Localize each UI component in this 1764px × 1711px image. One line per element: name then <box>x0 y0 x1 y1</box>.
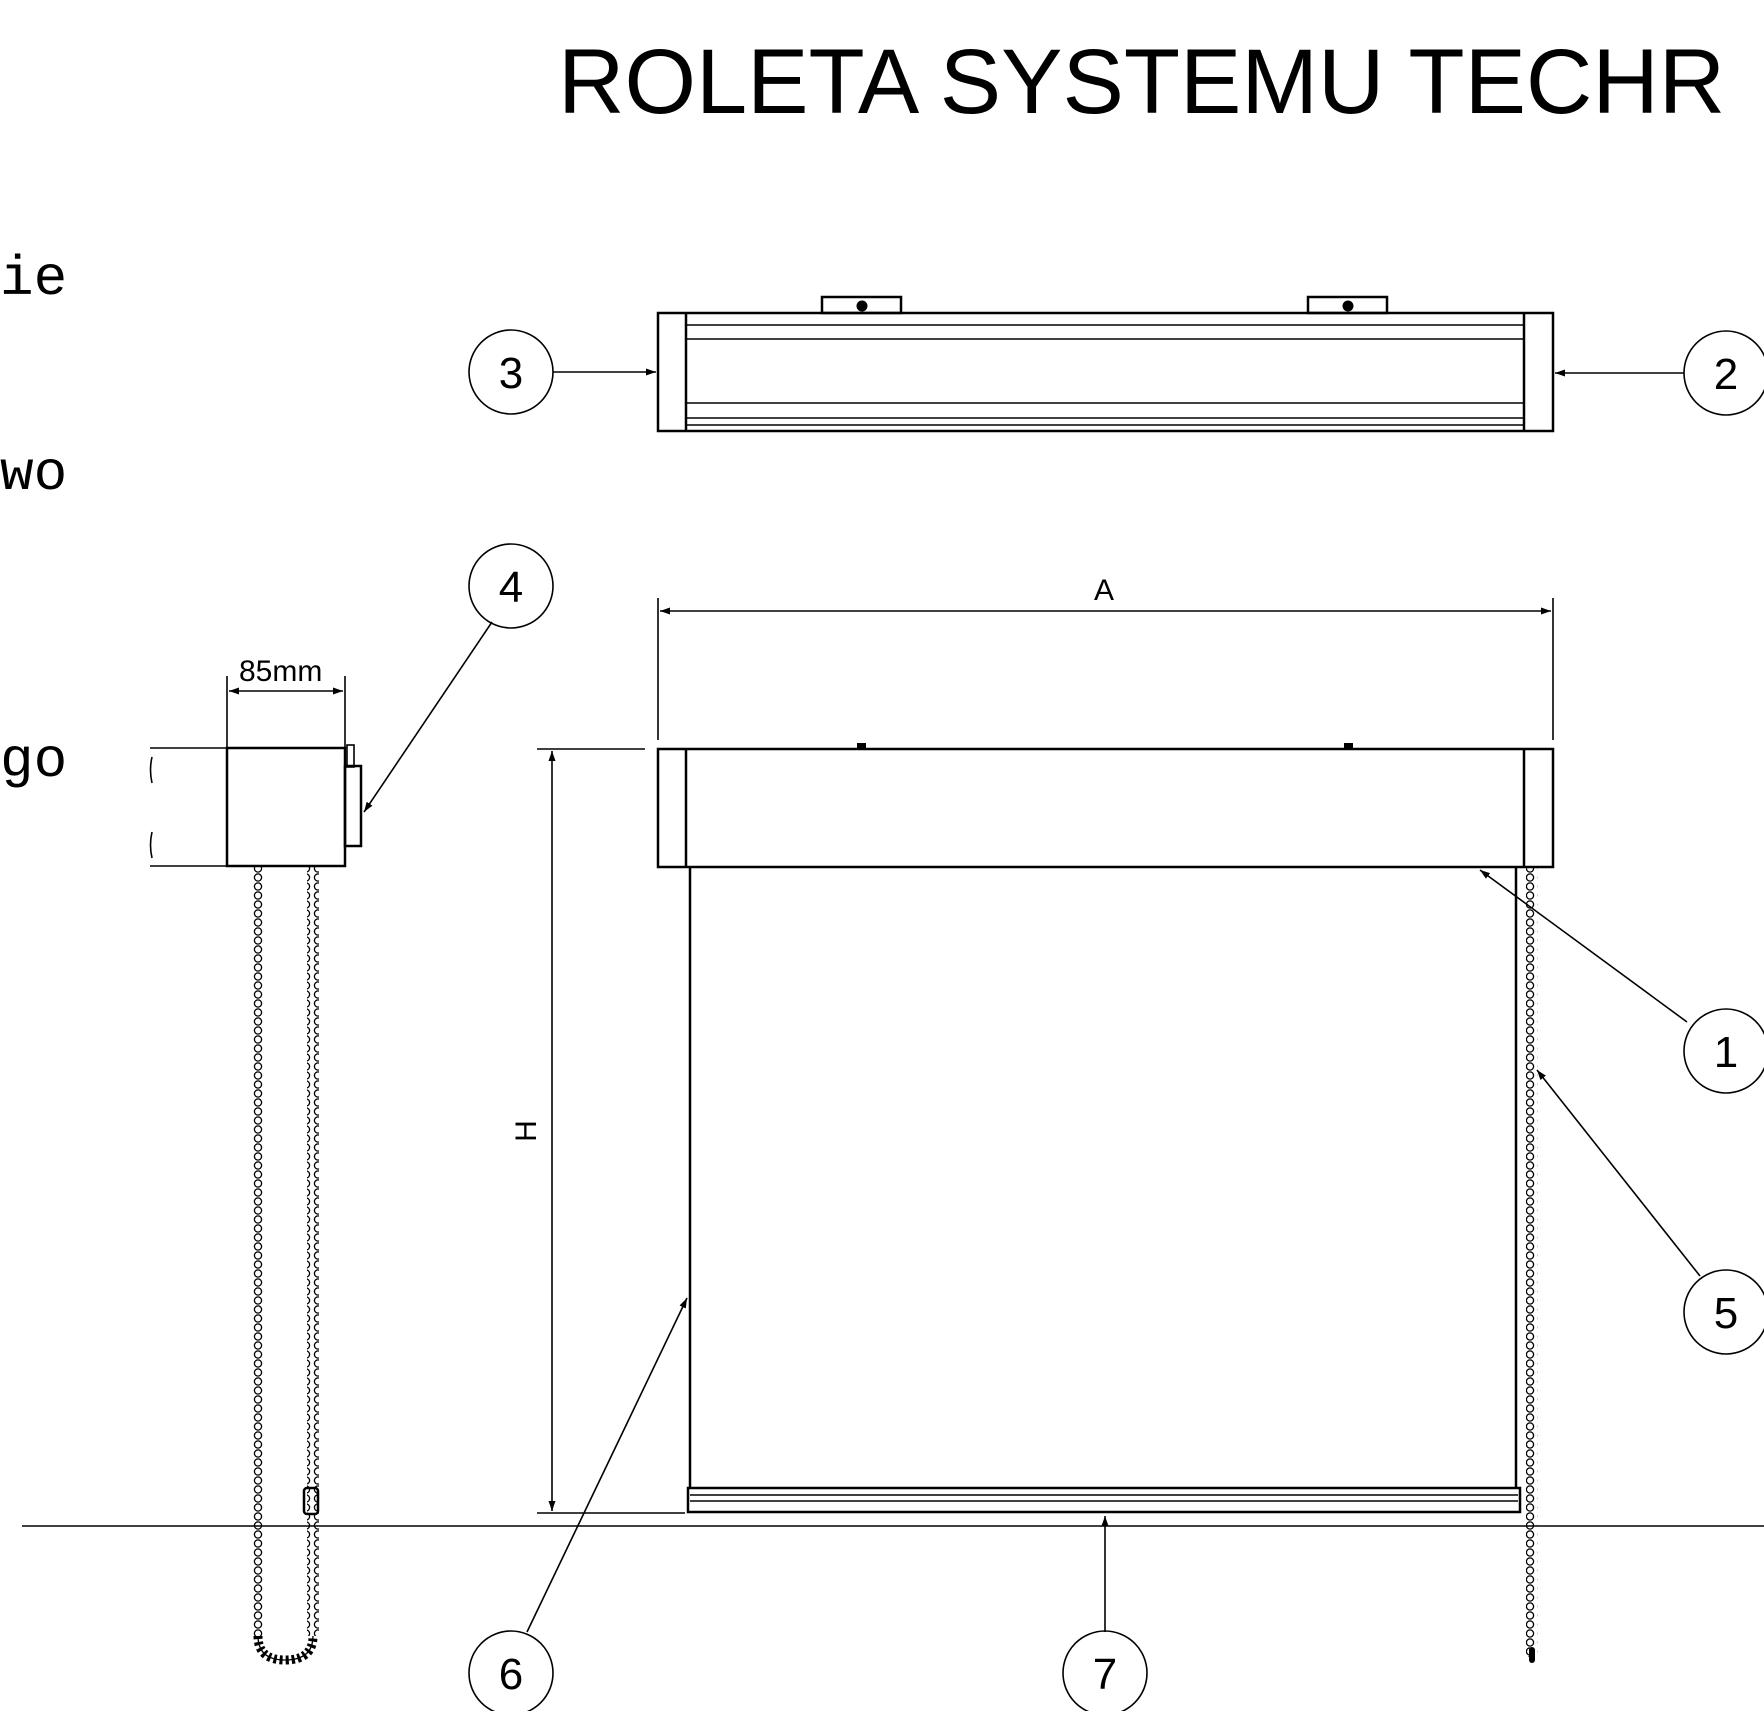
svg-text:4: 4 <box>499 563 523 612</box>
front-view: A H <box>510 574 1555 1663</box>
page-title: ROLETA SYSTEMU TECHR <box>558 31 1725 133</box>
side-text-2: wo <box>0 442 67 506</box>
callout-4: 4 <box>363 543 554 813</box>
top-view-cassette <box>656 295 1555 433</box>
svg-text:6: 6 <box>499 1650 523 1699</box>
mounting-clip-left <box>820 295 903 315</box>
callout-2: 2 <box>1555 330 1764 416</box>
depth-dimension-label: 85mm <box>239 655 322 688</box>
svg-text:5: 5 <box>1714 1289 1738 1338</box>
svg-text:7: 7 <box>1093 1650 1117 1699</box>
side-text-1: ie <box>0 247 67 311</box>
side-chain-right <box>307 866 319 1636</box>
callout-5: 5 <box>1536 1069 1764 1355</box>
callout-3: 3 <box>468 329 656 415</box>
svg-text:1: 1 <box>1714 1028 1738 1077</box>
svg-text:2: 2 <box>1714 350 1738 399</box>
width-dimension-label: A <box>1094 574 1114 607</box>
side-text-3: go <box>0 729 67 793</box>
mounting-clip-right <box>1306 295 1389 315</box>
front-chain <box>1526 867 1538 1657</box>
svg-text:3: 3 <box>499 349 523 398</box>
side-chain-left <box>252 866 264 1636</box>
height-dimension-label: H <box>510 1120 543 1142</box>
side-view: 85mm <box>149 655 363 1665</box>
callout-6: 6 <box>468 1297 688 1711</box>
callout-1: 1 <box>1479 869 1764 1094</box>
callout-7: 7 <box>1062 1516 1148 1711</box>
